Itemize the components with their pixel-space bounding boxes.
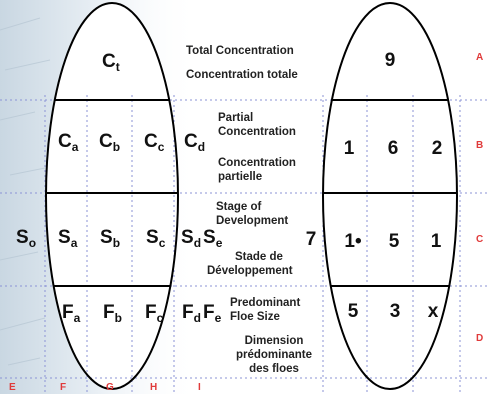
caption-partial-en-1: Partial bbox=[218, 112, 254, 124]
symbol-fb: Fb bbox=[103, 302, 122, 325]
caption-partial-en-2: Concentration bbox=[218, 126, 296, 138]
value-stage-b: 5 bbox=[388, 231, 400, 252]
symbol-fd: Fd bbox=[182, 302, 201, 325]
row-label-c: C bbox=[476, 234, 484, 245]
symbol-ca: Ca bbox=[58, 131, 79, 154]
symbol-fc: Fc bbox=[145, 302, 164, 325]
col-label-h: H bbox=[150, 382, 158, 393]
caption-total-en: Total Concentration bbox=[186, 45, 294, 57]
value-total: 9 bbox=[384, 50, 396, 71]
symbol-cb: Cb bbox=[99, 131, 121, 154]
symbol-ct: Ct bbox=[102, 51, 120, 74]
caption-total-fr: Concentration totale bbox=[186, 69, 298, 81]
col-label-g: G bbox=[106, 382, 114, 393]
left-egg-dividers bbox=[46, 99, 178, 287]
symbol-fe: Fe bbox=[203, 302, 222, 325]
value-stage-outside: 7 bbox=[305, 229, 317, 250]
value-partial-c: 2 bbox=[431, 138, 443, 159]
caption-stage-en-1: Stage of bbox=[216, 201, 262, 213]
symbol-cd: Cd bbox=[184, 131, 206, 154]
caption-partial-fr-1: Concentration bbox=[218, 157, 296, 169]
caption-floe-fr-2: prédominante bbox=[235, 349, 313, 361]
caption-stage-en-2: Development bbox=[216, 215, 289, 227]
caption-stage-fr-2: Développement bbox=[207, 265, 293, 277]
row-label-d: D bbox=[476, 333, 484, 344]
right-egg-outline bbox=[322, 2, 458, 390]
symbol-se: Se bbox=[203, 227, 223, 250]
value-stage-c: 1 bbox=[430, 231, 442, 252]
value-partial-b: 6 bbox=[387, 138, 399, 159]
col-label-e: E bbox=[9, 382, 16, 393]
caption-partial-fr-2: partielle bbox=[218, 171, 263, 183]
left-egg-outline bbox=[45, 2, 179, 390]
symbol-fa: Fa bbox=[62, 302, 81, 325]
value-stage-a: 1• bbox=[344, 231, 362, 252]
caption-floe-en-2: Floe Size bbox=[230, 311, 280, 323]
symbol-sa: Sa bbox=[58, 227, 78, 250]
ice-streaks bbox=[0, 17, 51, 366]
caption-floe-fr-1: Dimension bbox=[244, 335, 304, 347]
symbol-sc: Sc bbox=[146, 227, 166, 250]
symbol-so: So bbox=[16, 227, 37, 250]
caption-stage-fr-1: Stade de bbox=[235, 251, 283, 263]
value-floe-b: 3 bbox=[389, 301, 401, 322]
symbol-cc: Cc bbox=[144, 131, 165, 154]
row-label-b: B bbox=[476, 140, 484, 151]
symbol-sb: Sb bbox=[100, 227, 121, 250]
row-label-a: A bbox=[476, 52, 484, 63]
caption-floe-en-1: Predominant bbox=[230, 297, 301, 309]
col-label-f: F bbox=[60, 382, 67, 393]
caption-floe-fr-3: des floes bbox=[249, 363, 299, 375]
value-floe-c: x bbox=[427, 301, 439, 322]
value-floe-a: 5 bbox=[347, 301, 359, 322]
symbol-sd: Sd bbox=[181, 227, 202, 250]
col-label-i: I bbox=[198, 382, 201, 393]
value-partial-a: 1 bbox=[343, 138, 355, 159]
